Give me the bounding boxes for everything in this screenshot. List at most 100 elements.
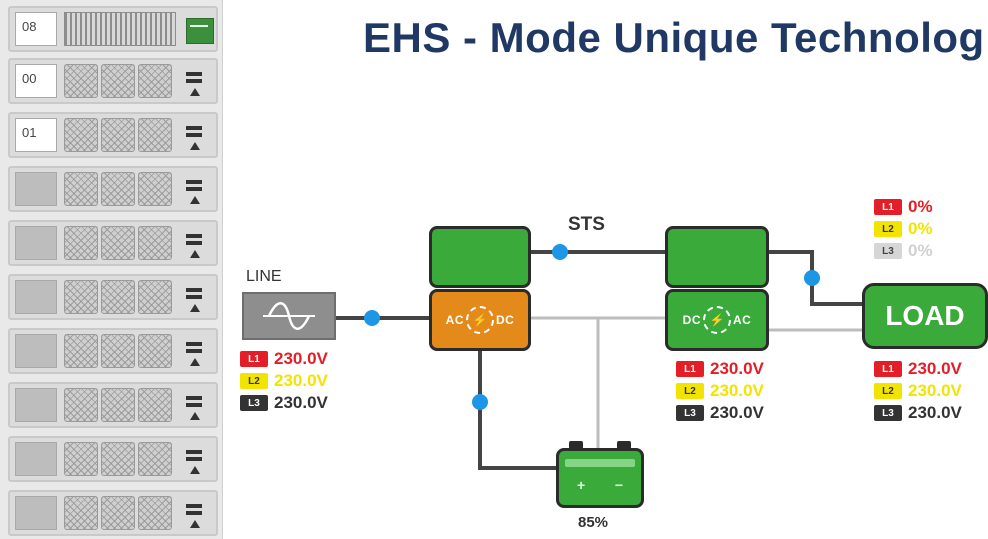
fan-icon [138, 334, 172, 368]
inverter-left-label: DC [682, 313, 701, 327]
fan-icon [64, 442, 98, 476]
fan-icon [101, 388, 135, 422]
bypass-block[interactable] [429, 226, 531, 288]
rectifier-left-label: AC [445, 313, 464, 327]
phase-value: 230.0V [908, 403, 962, 422]
module-status-icon [182, 282, 208, 312]
fan-icon [64, 226, 98, 260]
rack-slot-empty[interactable] [8, 166, 218, 212]
fan-group [64, 280, 176, 314]
fan-group [64, 64, 176, 98]
junction-dot [472, 394, 488, 410]
battery-wire [478, 350, 560, 470]
battery-percent: 85% [578, 514, 609, 531]
phase-tag-l1: L1 [240, 351, 268, 367]
slot-id-box [15, 496, 57, 530]
phase-tag-l3: L3 [874, 405, 902, 421]
vent-grille [64, 12, 176, 46]
phase-tag-l3: L3 [874, 243, 902, 259]
fan-icon [101, 442, 135, 476]
fan-icon [101, 496, 135, 530]
phase-tag-l2: L2 [240, 373, 268, 389]
battery-block[interactable]: + − [556, 441, 644, 508]
phase-tag-l3: L3 [240, 395, 268, 411]
fan-group [64, 172, 176, 206]
rack-panel: 08 00 01 [0, 0, 223, 539]
rack-slot-empty[interactable] [8, 490, 218, 536]
phase-value: 230.0V [908, 359, 962, 378]
fan-icon [138, 496, 172, 530]
slot-id-box [15, 226, 57, 260]
load-percent-value: 0% [908, 219, 933, 238]
battery-terminal-icon [569, 441, 583, 449]
slot-id-box [15, 388, 57, 422]
line-source[interactable] [242, 292, 336, 340]
sts-label: STS [568, 214, 605, 235]
rectifier-block[interactable]: AC ⚡ DC [429, 289, 531, 351]
slot-id-box [15, 442, 57, 476]
load-percent-value: 0% [908, 197, 933, 216]
fan-group [64, 226, 176, 260]
battery-plus-icon: + [577, 477, 586, 493]
fan-icon [64, 118, 98, 152]
fan-group [64, 388, 176, 422]
module-status-icon [182, 66, 208, 96]
module-status-icon [182, 390, 208, 420]
fan-icon [101, 118, 135, 152]
rack-slot-empty[interactable] [8, 274, 218, 320]
slot-id-box [15, 334, 57, 368]
fan-group [64, 334, 176, 368]
module-status-icon [182, 228, 208, 258]
rack-slot-empty[interactable] [8, 436, 218, 482]
sts-switch-block[interactable] [665, 226, 769, 288]
load-percent-value: 0% [908, 241, 933, 260]
fan-icon [101, 172, 135, 206]
fan-icon [138, 64, 172, 98]
rack-slot-00[interactable]: 00 [8, 58, 218, 104]
rack-slot-empty[interactable] [8, 328, 218, 374]
fan-group [64, 442, 176, 476]
fan-icon [138, 388, 172, 422]
rack-slot-empty[interactable] [8, 220, 218, 266]
conversion-icon: ⚡ [466, 306, 494, 334]
module-status-icon [182, 174, 208, 204]
fan-group [64, 496, 176, 530]
module-status-icon [182, 498, 208, 528]
page-title: EHS - Mode Unique Technolog [363, 14, 985, 61]
rack-slot-01[interactable]: 01 [8, 112, 218, 158]
phase-tag-l1: L1 [874, 361, 902, 377]
module-status-icon [182, 336, 208, 366]
slot-label: 08 [22, 19, 37, 34]
fan-icon [138, 118, 172, 152]
fan-icon [101, 334, 135, 368]
conversion-icon: ⚡ [703, 306, 731, 334]
phase-tag-l1: L1 [874, 199, 902, 215]
load-block[interactable]: LOAD [862, 283, 988, 349]
module-status-icon [182, 120, 208, 150]
rack-slot-empty[interactable] [8, 382, 218, 428]
fan-group [64, 118, 176, 152]
fan-icon [138, 172, 172, 206]
fan-icon [101, 280, 135, 314]
phase-value: 230.0V [274, 393, 328, 412]
inverter-right-label: AC [733, 313, 752, 327]
battery-minus-icon: − [614, 477, 623, 493]
rack-slot-08[interactable]: 08 [8, 6, 218, 52]
inverter-block[interactable]: DC ⚡ AC [665, 289, 769, 351]
phase-tag-l1: L1 [676, 361, 704, 377]
slot-label: 00 [22, 71, 37, 86]
phase-value: 230.0V [908, 381, 962, 400]
slot-id-box [15, 280, 57, 314]
phase-value: 230.0V [274, 349, 328, 368]
fan-icon [64, 280, 98, 314]
slot-id-box: 00 [15, 64, 57, 98]
ac-sine-icon [263, 302, 315, 330]
fan-icon [101, 64, 135, 98]
status-led-icon [186, 18, 214, 44]
fan-icon [64, 388, 98, 422]
battery-level-bar [565, 459, 635, 467]
